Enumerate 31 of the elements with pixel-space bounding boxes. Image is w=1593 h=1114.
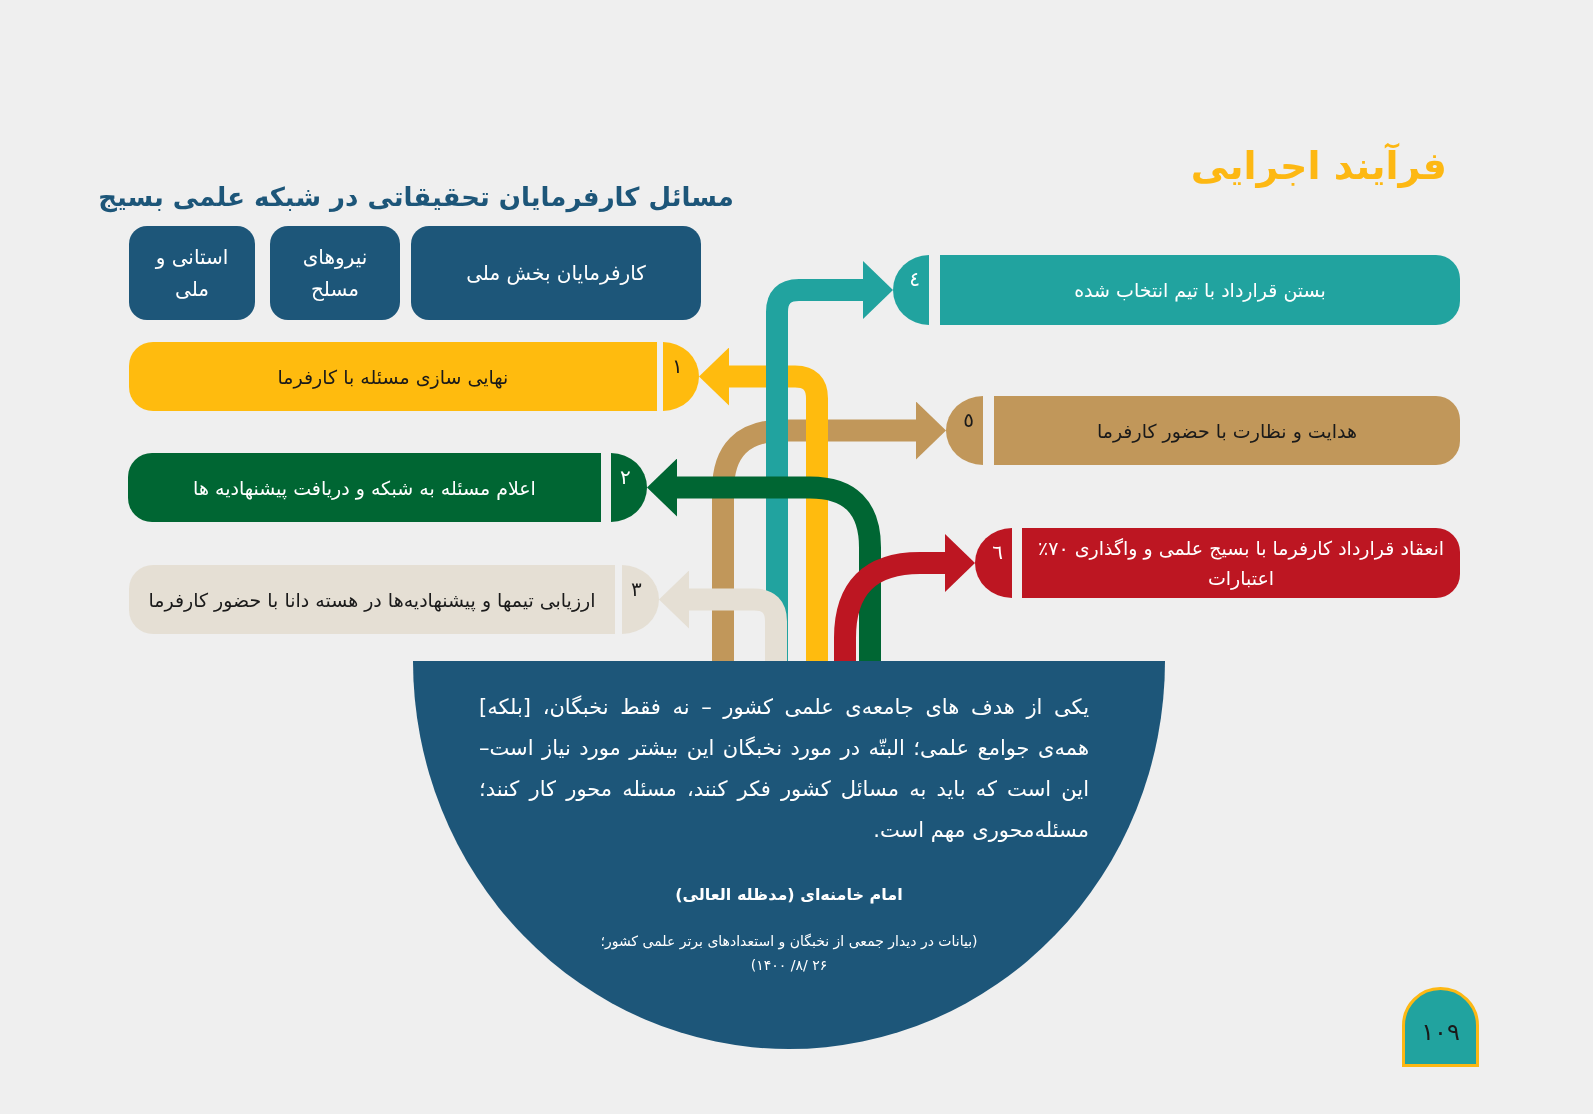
arrow — [712, 401, 946, 661]
step-text: نهایی سازی مسئله با کارفرما — [277, 364, 509, 391]
heading: مسائل کارفرمایان تحقیقاتی در شبکه علمی بسیج — [98, 181, 734, 215]
step-number: ۱ — [672, 353, 683, 380]
title: فرآیند اجرایی — [1190, 142, 1447, 190]
box-label: کارفرمایان بخش ملی — [466, 260, 646, 287]
box-label: نیروهای مسلح — [301, 244, 369, 303]
step-text: بستن قرارداد با تیم انتخاب شده — [1074, 278, 1326, 304]
category-box — [270, 226, 400, 320]
step-text: هدایت و نظارت با حضور کارفرما — [1096, 418, 1358, 445]
arrow — [699, 347, 828, 661]
source-note: (بیانات در دیدار جمعی از نخبگان و استعدادهای برتر علمی کشور؛ ۲۶ /۸/ ۱۴۰۰) — [599, 932, 979, 975]
step-number: ٥ — [963, 407, 974, 434]
quote-text: یکی از هدف های جامعه‌ی علمی کشور – نه فقط نخبگان، [بلکه] همه‌ی جوامع علمی؛ البتّه در مورد نخبگان این بیشتر مورد نیاز است– این است که باید به مسائل کشور فکر کنند، مسئله محور کار کنند؛ مسئله‌محوری مهم است. — [479, 694, 1089, 844]
step-number: ۳ — [631, 576, 642, 603]
step-number: ۲ — [620, 464, 631, 491]
page-number: ۱۰۹ — [1421, 1017, 1460, 1047]
step-text: ارزیابی تیمها و پیشنهادیه‌ها در هسته دانا با حضور کارفرما — [148, 587, 596, 614]
arrow — [766, 261, 893, 661]
step-number: ٤ — [909, 266, 920, 293]
step-text: انعقاد قرارداد کارفرما با بسیج علمی و واگذاری ۷۰٪ اعتبارات — [1036, 536, 1446, 592]
attribution: امام خامنه‌ای (مدظله العالی) — [675, 884, 903, 906]
arrow — [834, 534, 975, 661]
box-label: استانی و ملی — [154, 244, 230, 303]
arrow — [659, 570, 787, 661]
category-box — [411, 226, 701, 320]
step-text: اعلام مسئله به شبکه و دریافت پیشنهادیه ها — [193, 475, 536, 502]
category-box — [129, 226, 255, 320]
step-number: ٦ — [992, 539, 1003, 566]
arrow — [647, 458, 881, 661]
page-number-badge — [1402, 987, 1479, 1067]
